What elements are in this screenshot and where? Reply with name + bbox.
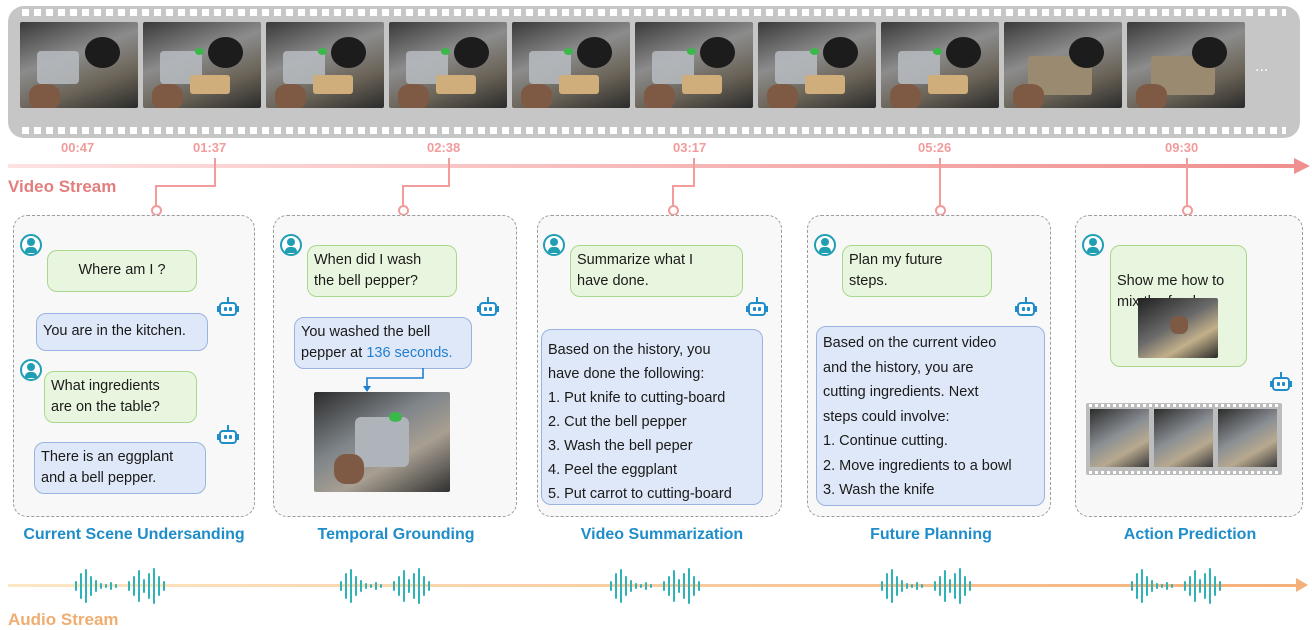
robot-icon — [1015, 297, 1037, 317]
audio-stream-label: Audio Stream — [8, 610, 119, 629]
question-bubble: What ingredients are on the table? — [44, 371, 197, 423]
question-bubble: Plan my future steps. — [842, 245, 992, 297]
answer-bubble: You are in the kitchen. — [36, 313, 208, 351]
connector-line — [156, 185, 216, 187]
timestamp-label: 01:37 — [193, 140, 227, 155]
robot-icon — [217, 425, 239, 445]
predicted-action-film-strip — [1086, 403, 1282, 475]
film-sprocket-holes-top — [22, 9, 1286, 16]
video-film-strip — [8, 6, 1300, 138]
video-frame — [389, 22, 507, 108]
timestamp-label: 09:30 — [1165, 140, 1199, 155]
question-bubble: When did I wash the bell pepper? — [307, 245, 457, 297]
video-frame — [314, 392, 450, 492]
audio-waveform-icon — [75, 568, 165, 604]
audio-waveform-icon — [881, 568, 971, 604]
panel-title: Video Summarization — [580, 526, 744, 543]
connector-line — [402, 185, 404, 207]
timestamp-label: 03:17 — [673, 140, 707, 155]
video-frame — [1004, 22, 1122, 108]
connector-line — [673, 185, 695, 187]
audio-timeline-arrow — [1296, 578, 1308, 592]
video-frame — [881, 22, 999, 108]
highlighted-time: 136 seconds. — [366, 345, 453, 361]
answer-bubble: Based on the current video and the histo… — [816, 326, 1045, 506]
timestamp-label: 02:38 — [427, 140, 461, 155]
answer-bubble: You washed the bell pepper at 136 second… — [294, 317, 472, 369]
robot-icon — [1270, 372, 1292, 392]
film-sprocket-holes-bottom — [22, 127, 1286, 134]
timestamp-label: 00:47 — [61, 140, 95, 155]
answer-bubble: Based on the history, you have done the … — [541, 329, 763, 505]
video-frame — [1127, 22, 1245, 108]
video-frame — [1218, 409, 1277, 467]
video-frame — [1090, 409, 1149, 467]
connector-line — [693, 158, 695, 186]
user-avatar-icon — [20, 359, 42, 381]
connector-line — [1186, 158, 1188, 207]
user-avatar-icon — [280, 234, 302, 256]
audio-waveform-icon — [1131, 568, 1221, 604]
panel-title: Temporal Grounding — [317, 526, 475, 543]
video-timeline — [8, 158, 1310, 174]
robot-icon — [746, 297, 768, 317]
video-frame — [635, 22, 753, 108]
user-avatar-icon — [543, 234, 565, 256]
audio-waveform-icon — [340, 568, 430, 604]
video-frame — [512, 22, 630, 108]
user-avatar-icon — [1082, 234, 1104, 256]
question-bubble: Where am I ? — [47, 250, 197, 292]
user-avatar-icon — [814, 234, 836, 256]
connector-line — [403, 185, 450, 187]
panel-title: Future Planning — [870, 526, 992, 543]
user-avatar-icon — [20, 234, 42, 256]
panel-title: Action Prediction — [1123, 526, 1257, 543]
connector-line — [939, 158, 941, 207]
video-stream-label: Video Stream — [8, 177, 117, 196]
video-frame — [143, 22, 261, 108]
timestamp-label: 05:26 — [918, 140, 952, 155]
film-more-indicator: ... — [1255, 58, 1269, 75]
answer-bubble: There is an eggplant and a bell pepper. — [34, 442, 206, 494]
pointer-arrow — [363, 368, 424, 392]
robot-icon — [217, 297, 239, 317]
panel-title: Current Scene Undersanding — [23, 526, 245, 543]
connector-line — [155, 185, 157, 207]
video-frame — [1154, 409, 1213, 467]
question-bubble: Summarize what I have done. — [570, 245, 743, 297]
audio-timeline — [8, 584, 1298, 587]
connector-line — [448, 158, 450, 186]
connector-line — [672, 185, 674, 207]
video-frame — [20, 22, 138, 108]
robot-icon — [477, 297, 499, 317]
video-frame — [1138, 298, 1218, 358]
video-frame — [266, 22, 384, 108]
video-frame — [758, 22, 876, 108]
audio-waveform-icon — [610, 568, 700, 604]
connector-line — [214, 158, 216, 186]
